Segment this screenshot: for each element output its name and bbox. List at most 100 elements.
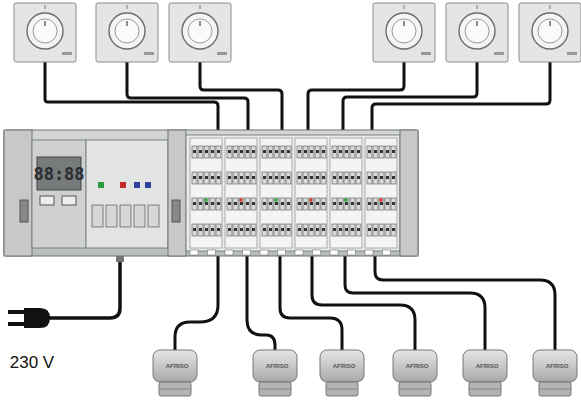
terminal-screw bbox=[380, 228, 383, 231]
terminal-screw bbox=[357, 202, 360, 205]
thermostat-dial bbox=[392, 19, 416, 43]
actuator-body bbox=[320, 350, 364, 382]
terminal-screw bbox=[357, 176, 360, 179]
thermostat-dial bbox=[115, 19, 139, 43]
terminal-screw bbox=[298, 176, 301, 179]
terminal bbox=[303, 172, 308, 184]
terminal bbox=[338, 146, 343, 158]
logo-mark bbox=[217, 52, 227, 55]
terminal-screw bbox=[374, 228, 377, 231]
terminal bbox=[356, 198, 361, 210]
terminal-slot bbox=[278, 250, 286, 255]
terminal-screw bbox=[298, 150, 301, 153]
terminal bbox=[198, 198, 203, 210]
terminal-screw bbox=[339, 228, 342, 231]
logo-mark bbox=[567, 52, 577, 55]
terminal-screw bbox=[228, 202, 231, 205]
terminal bbox=[192, 198, 197, 210]
terminal-screw bbox=[333, 176, 336, 179]
actuator-ring bbox=[326, 389, 358, 390]
terminal-screw bbox=[380, 150, 383, 153]
terminal-screw bbox=[281, 176, 284, 179]
terminal-blocks bbox=[92, 138, 397, 255]
terminal bbox=[198, 146, 203, 158]
terminal-screw bbox=[351, 202, 354, 205]
terminal bbox=[321, 198, 326, 210]
terminal-screw bbox=[333, 150, 336, 153]
terminal bbox=[198, 172, 203, 184]
terminal-screw bbox=[345, 202, 348, 205]
dial-mark bbox=[199, 21, 200, 26]
terminal-screw bbox=[339, 202, 342, 205]
terminal bbox=[268, 172, 273, 184]
terminal-screw bbox=[205, 176, 208, 179]
terminal bbox=[391, 198, 396, 210]
dial-mark bbox=[127, 5, 128, 9]
terminal-screw bbox=[304, 176, 307, 179]
brand-mark: AFRISO bbox=[166, 363, 189, 369]
thermostat-dial bbox=[109, 13, 145, 49]
actuator-base bbox=[399, 382, 431, 396]
terminal-screw bbox=[333, 228, 336, 231]
terminal-screw bbox=[298, 202, 301, 205]
terminal bbox=[391, 224, 396, 236]
terminal bbox=[379, 224, 384, 236]
thermostat-body bbox=[169, 3, 231, 62]
terminal bbox=[239, 172, 244, 184]
terminal bbox=[227, 146, 232, 158]
terminal bbox=[245, 172, 250, 184]
dial-mark bbox=[477, 5, 478, 9]
terminal-screw bbox=[252, 176, 255, 179]
terminal bbox=[251, 198, 256, 210]
terminal-screw bbox=[392, 150, 395, 153]
terminal bbox=[233, 198, 238, 210]
terminal-screw bbox=[240, 176, 243, 179]
terminal-screw bbox=[205, 228, 208, 231]
terminal bbox=[274, 224, 279, 236]
terminal-screw bbox=[246, 150, 249, 153]
terminal-screw bbox=[316, 150, 319, 153]
thermostat-dial bbox=[465, 19, 489, 43]
terminal bbox=[379, 146, 384, 158]
terminal-screw bbox=[339, 150, 342, 153]
terminal bbox=[315, 198, 320, 210]
terminal bbox=[251, 146, 256, 158]
terminal-slot bbox=[313, 250, 321, 255]
power-plug bbox=[8, 308, 50, 328]
terminal-screw bbox=[246, 202, 249, 205]
terminal bbox=[332, 146, 337, 158]
terminal-screw bbox=[392, 202, 395, 205]
brand-mark: AFRISO bbox=[266, 363, 289, 369]
display-readout: 88:88 bbox=[33, 166, 84, 183]
thermostat-wires bbox=[45, 62, 550, 132]
terminal-screw bbox=[246, 228, 249, 231]
terminal-screw bbox=[281, 202, 284, 205]
terminal bbox=[373, 224, 378, 236]
terminal-screw bbox=[374, 202, 377, 205]
terminal-screw bbox=[275, 228, 278, 231]
terminal-screw bbox=[374, 176, 377, 179]
power-cord bbox=[48, 258, 120, 318]
brand-mark: AFRISO bbox=[546, 363, 569, 369]
terminal bbox=[204, 146, 209, 158]
terminal-screw bbox=[217, 202, 220, 205]
led bbox=[344, 198, 348, 202]
terminal-slot bbox=[208, 250, 216, 255]
terminal bbox=[373, 198, 378, 210]
terminal-screw bbox=[246, 176, 249, 179]
terminal-screw bbox=[199, 202, 202, 205]
terminal bbox=[321, 224, 326, 236]
thermostat-dial bbox=[459, 13, 495, 49]
terminal bbox=[303, 224, 308, 236]
terminal bbox=[356, 172, 361, 184]
terminal bbox=[309, 198, 314, 210]
terminal bbox=[251, 172, 256, 184]
thermostat-dial bbox=[538, 19, 562, 43]
terminal-screw bbox=[322, 202, 325, 205]
actuator-base bbox=[159, 382, 191, 396]
dial-mark bbox=[476, 21, 477, 26]
terminal-screw bbox=[316, 228, 319, 231]
terminal bbox=[385, 146, 390, 158]
terminal-screw bbox=[304, 150, 307, 153]
